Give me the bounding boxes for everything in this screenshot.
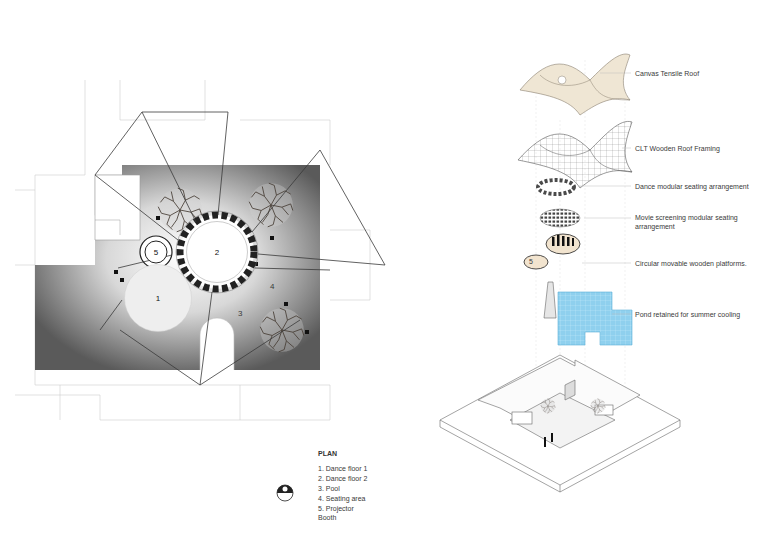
callout-number: 1	[124, 264, 192, 303]
key-item: 4. Seating area	[318, 494, 365, 503]
part-label: Movie screening modular seating arrangem…	[635, 213, 747, 231]
part-label: Dance modular seating arrangement	[635, 182, 749, 191]
dance-floor: 1	[124, 264, 192, 332]
part-label: Circular movable wooden platforms.	[635, 259, 747, 268]
key-item: 5. Projector Booth	[318, 504, 368, 522]
key-item: 1. Dance floor 1	[318, 464, 367, 473]
key-item: 3. Pool	[318, 484, 340, 493]
key-item: 2. Dance floor 2	[318, 474, 367, 483]
callout-number: 5	[144, 240, 168, 257]
plan-heading: PLAN	[318, 450, 337, 457]
part-label: CLT Wooden Roof Framing	[635, 144, 720, 153]
callout-number: 2	[186, 221, 248, 257]
dance-floor: 2	[186, 221, 248, 283]
callout-number: 5	[529, 257, 533, 266]
part-label: Pond retained for summer cooling	[635, 310, 740, 319]
callout-number: 4	[270, 282, 274, 291]
projector-booth: 5	[144, 240, 168, 264]
part-label: Canvas Tensile Roof	[635, 69, 699, 78]
callout-number: 3	[238, 309, 242, 318]
